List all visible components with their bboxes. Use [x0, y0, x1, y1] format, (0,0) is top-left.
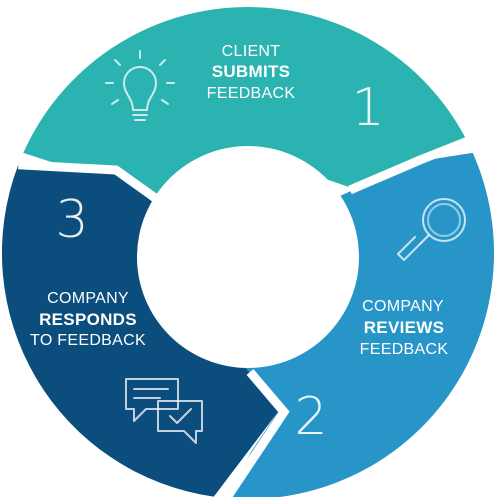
step-2-line2: REVIEWS — [364, 318, 445, 337]
center-hole — [137, 146, 359, 368]
step-3-line1: COMPANY — [47, 290, 129, 307]
step-2-icon-magnifier — [397, 198, 466, 261]
gap-1-2 — [348, 137, 469, 195]
step-2-number: 2 — [294, 387, 327, 447]
step-2-line3: FEEDBACK — [360, 341, 449, 358]
step-3-icon-chat — [125, 378, 203, 444]
gap-3-1 — [18, 160, 161, 204]
step-3-number: 3 — [55, 190, 88, 250]
step-1-icon-lightbulb — [105, 50, 175, 121]
step-3-line3: TO FEEDBACK — [30, 332, 146, 349]
lightbulb-icon — [105, 50, 175, 121]
segment-company-reviews — [227, 152, 494, 497]
step-1-number: 1 — [351, 78, 384, 138]
segment-client-submits — [23, 6, 468, 197]
chat-bubbles-icon — [125, 378, 203, 444]
step-3-line2: RESPONDS — [39, 310, 137, 329]
gap-2-3 — [222, 369, 290, 497]
step-1-line2: SUBMITS — [212, 62, 291, 81]
step-1-line1: CLIENT — [222, 43, 281, 60]
step-2-line1: COMPANY — [362, 298, 444, 315]
magnifying-glass-icon — [397, 198, 466, 261]
step-1-line3: FEEDBACK — [207, 85, 296, 102]
segment-company-responds — [1, 164, 278, 497]
